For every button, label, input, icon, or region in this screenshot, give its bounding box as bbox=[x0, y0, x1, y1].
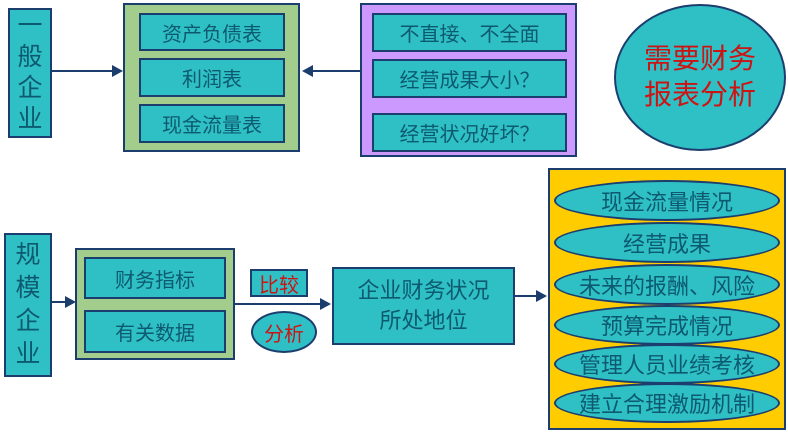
input-box: 财务指标 bbox=[84, 257, 226, 299]
financial-position-line1: 企业财务状况 bbox=[357, 278, 490, 303]
compare-box: 比较 bbox=[250, 269, 308, 297]
purpose-ellipse: 未来的报酬、风险 bbox=[554, 264, 780, 305]
purpose-label: 建立合理激励机制 bbox=[578, 392, 755, 417]
purpose-ellipse: 管理人员业绩考核 bbox=[554, 344, 780, 384]
input-box: 有关数据 bbox=[84, 310, 226, 353]
financial-position-box: 企业财务状况 所处地位 bbox=[332, 267, 515, 345]
scale-enterprise-box: 规模企业 bbox=[4, 233, 52, 377]
general-enterprise-box: 一般企业 bbox=[8, 8, 52, 138]
statement-label: 利润表 bbox=[182, 69, 242, 91]
question-label: 经营成果大小？ bbox=[399, 70, 540, 92]
statements-group-box: 资产负债表 利润表 现金流量表 bbox=[123, 3, 300, 152]
question-box: 经营状况好坏？ bbox=[372, 113, 567, 152]
purpose-ellipse: 经营成果 bbox=[554, 222, 780, 263]
statement-label: 现金流量表 bbox=[162, 115, 262, 137]
financial-position-line2: 所处地位 bbox=[379, 308, 468, 333]
question-box: 经营成果大小？ bbox=[372, 59, 567, 98]
arrow-head-icon bbox=[536, 290, 547, 302]
purposes-group-box: 现金流量情况 经营成果 未来的报酬、风险 预算完成情况 管理人员业绩考核 建立合… bbox=[548, 168, 786, 430]
inputs-group-box: 财务指标 有关数据 bbox=[75, 248, 235, 360]
statement-box: 利润表 bbox=[139, 58, 285, 97]
arrow-inputs-to-position bbox=[235, 298, 331, 310]
arrow-head-icon bbox=[302, 65, 313, 77]
input-label: 财务指标 bbox=[115, 269, 195, 292]
input-label: 有关数据 bbox=[115, 323, 195, 345]
analyze-label: 分析 bbox=[264, 323, 304, 346]
question-box: 不直接、不全面 bbox=[372, 13, 567, 52]
question-label: 经营状况好坏？ bbox=[399, 124, 540, 146]
arrow-questions-to-statements bbox=[302, 65, 360, 77]
purpose-label: 预算完成情况 bbox=[600, 314, 733, 339]
statement-box: 现金流量表 bbox=[139, 104, 285, 143]
purpose-label: 经营成果 bbox=[622, 231, 711, 257]
purpose-ellipse: 预算完成情况 bbox=[554, 305, 780, 345]
need-analysis-ellipse: 需要财务 报表分析 bbox=[614, 4, 786, 151]
analyze-ellipse: 分析 bbox=[251, 311, 317, 353]
need-analysis-line2: 报表分析 bbox=[643, 79, 756, 111]
statement-box: 资产负债表 bbox=[139, 13, 285, 51]
purpose-ellipse: 现金流量情况 bbox=[554, 180, 780, 221]
purpose-label: 现金流量情况 bbox=[600, 189, 733, 215]
questions-group-box: 不直接、不全面 经营成果大小？ 经营状况好坏？ bbox=[360, 3, 577, 157]
purpose-ellipse: 建立合理激励机制 bbox=[554, 383, 780, 423]
arrow-head-icon bbox=[320, 298, 331, 310]
arrow-scale-to-inputs bbox=[52, 296, 76, 308]
need-analysis-line1: 需要财务 bbox=[643, 43, 756, 75]
arrow-head-icon bbox=[65, 296, 76, 308]
compare-label: 比较 bbox=[259, 274, 299, 297]
arrow-head-icon bbox=[112, 65, 123, 77]
purpose-label: 管理人员业绩考核 bbox=[578, 353, 755, 378]
scale-enterprise-label: 规模企业 bbox=[15, 242, 41, 368]
arrow-general-to-statements bbox=[52, 65, 123, 77]
arrow-position-to-purposes bbox=[515, 290, 547, 302]
general-enterprise-label: 一般企业 bbox=[17, 13, 43, 133]
purpose-label: 未来的报酬、风险 bbox=[578, 273, 755, 299]
statement-label: 资产负债表 bbox=[162, 23, 262, 46]
question-label: 不直接、不全面 bbox=[399, 24, 540, 46]
